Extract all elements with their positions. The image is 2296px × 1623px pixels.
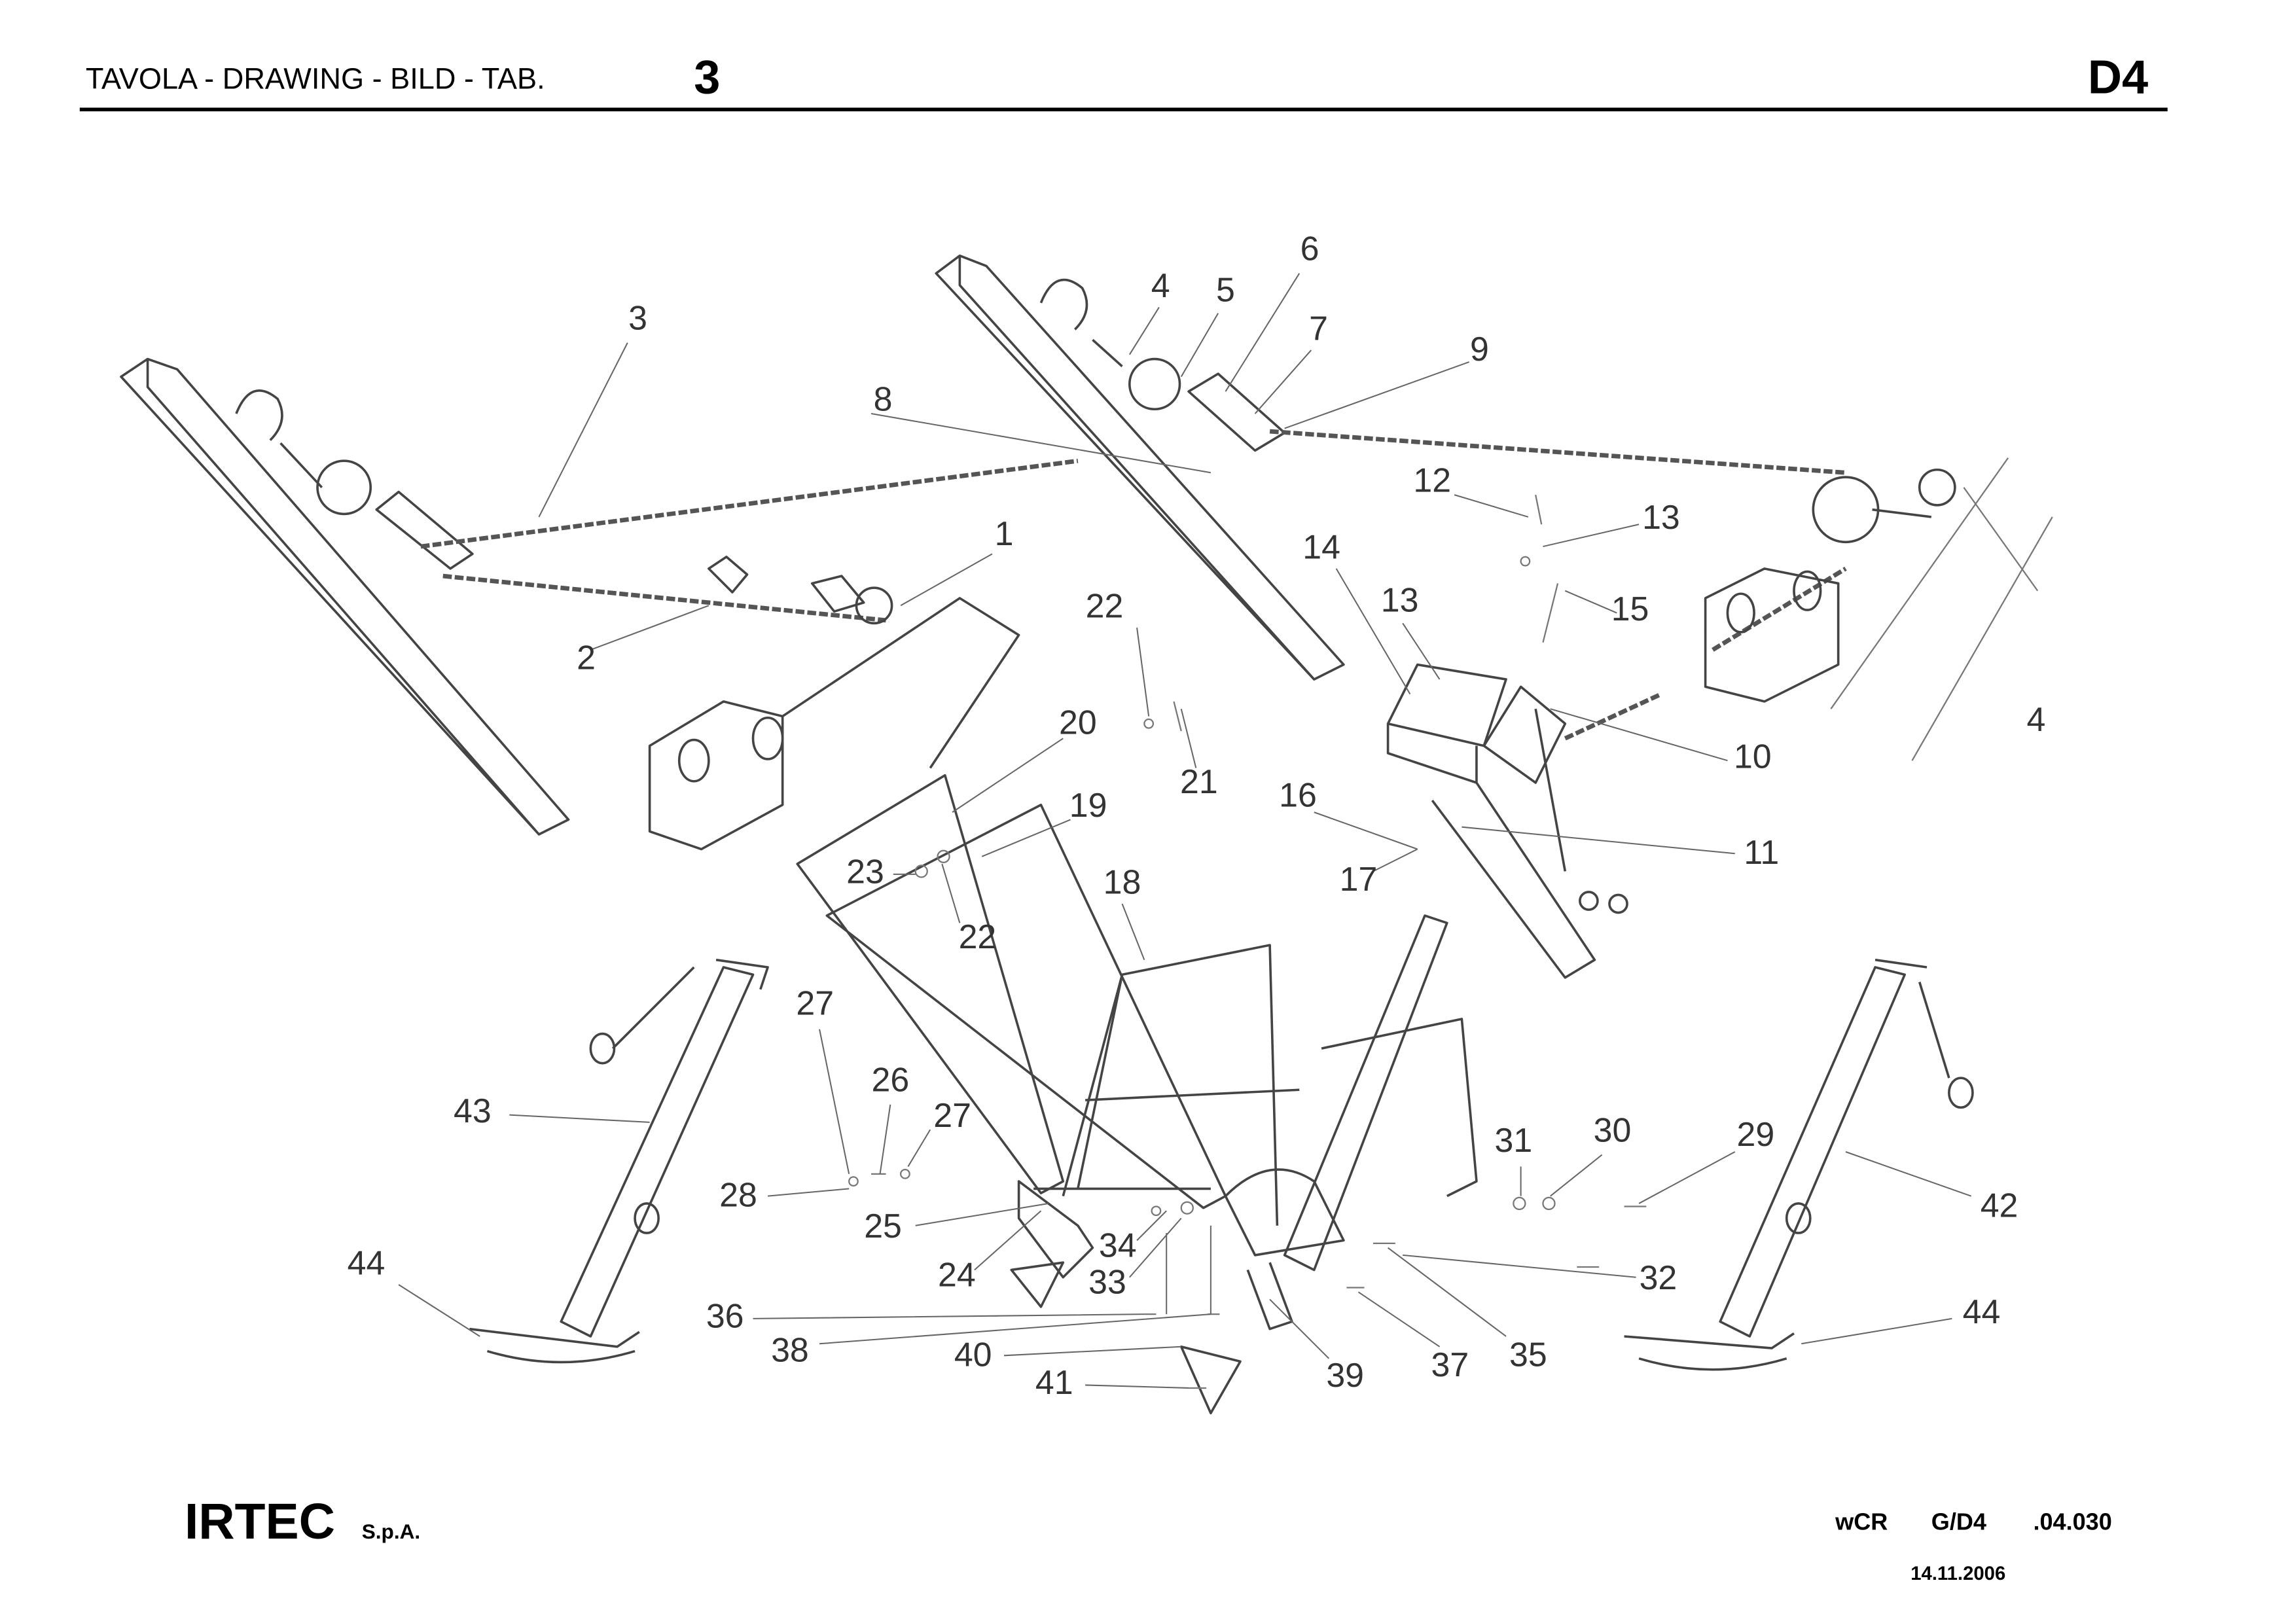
callout-37: 37 <box>1431 1346 1469 1383</box>
callout-1: 1 <box>995 514 1014 552</box>
callout-5: 5 <box>1216 271 1235 309</box>
callout-44b: 44 <box>1963 1293 2001 1330</box>
callout-39: 39 <box>1326 1356 1364 1394</box>
callout-11: 11 <box>1744 833 1779 871</box>
sheet-title: TAVOLA - DRAWING - BILD - TAB. <box>86 62 545 96</box>
callout-18: 18 <box>1103 863 1141 901</box>
callout-12: 12 <box>1413 461 1451 499</box>
callout-33: 33 <box>1088 1263 1126 1301</box>
callout-34: 34 <box>1099 1226 1137 1264</box>
code-number: .04.030 <box>2033 1508 2111 1535</box>
callout-35: 35 <box>1509 1335 1547 1373</box>
callout-3: 3 <box>628 299 647 337</box>
callout-22: 22 <box>1086 587 1124 625</box>
callout-28: 28 <box>719 1176 757 1214</box>
callout-22b: 22 <box>959 918 997 955</box>
callout-4: 4 <box>1151 266 1170 304</box>
callout-15: 15 <box>1611 590 1649 628</box>
callout-9: 9 <box>1470 330 1489 368</box>
callout-27b: 27 <box>933 1096 971 1134</box>
table-number: 3 <box>694 51 720 103</box>
callout-10: 10 <box>1734 738 1772 776</box>
callout-13b: 13 <box>1381 580 1419 618</box>
callout-31: 31 <box>1494 1121 1532 1159</box>
callout-42: 42 <box>1981 1186 2018 1224</box>
callout-27: 27 <box>796 984 834 1022</box>
callout-6: 6 <box>1300 230 1319 268</box>
callout-44: 44 <box>348 1243 386 1281</box>
callout-26: 26 <box>871 1061 909 1099</box>
callout-2: 2 <box>577 638 596 676</box>
callout-21: 21 <box>1180 762 1218 800</box>
callout-24: 24 <box>938 1255 976 1293</box>
callout-41: 41 <box>1035 1363 1073 1401</box>
code-group: G/D4 <box>1931 1508 1986 1535</box>
callout-43: 43 <box>454 1092 492 1130</box>
callout-7: 7 <box>1309 309 1328 347</box>
exploded-drawing <box>120 254 2053 1415</box>
company-name: IRTEC <box>185 1494 335 1550</box>
callout-labels: 3 4 5 6 7 9 8 12 13 14 13 15 1 2 22 20 2… <box>348 230 2046 1402</box>
callout-32: 32 <box>1640 1258 1677 1296</box>
sheet-code: D4 <box>2088 51 2148 103</box>
callout-13: 13 <box>1642 498 1680 536</box>
code-model: wCR <box>1835 1508 1888 1535</box>
callout-17: 17 <box>1340 860 1378 898</box>
callout-20: 20 <box>1059 704 1097 741</box>
callout-30: 30 <box>1594 1111 1632 1149</box>
callout-8: 8 <box>874 380 893 418</box>
callout-4b: 4 <box>2027 700 2046 738</box>
callout-23: 23 <box>846 853 884 891</box>
callout-16: 16 <box>1279 776 1317 813</box>
company-suffix: S.p.A. <box>362 1520 420 1543</box>
drawing-date: 14.11.2006 <box>1910 1563 2005 1584</box>
callout-36: 36 <box>706 1297 744 1335</box>
callout-29: 29 <box>1736 1115 1774 1153</box>
callout-25: 25 <box>864 1207 902 1245</box>
callout-40: 40 <box>954 1335 992 1373</box>
callout-14: 14 <box>1302 527 1340 565</box>
callout-38: 38 <box>771 1331 809 1369</box>
callout-19: 19 <box>1069 786 1107 824</box>
